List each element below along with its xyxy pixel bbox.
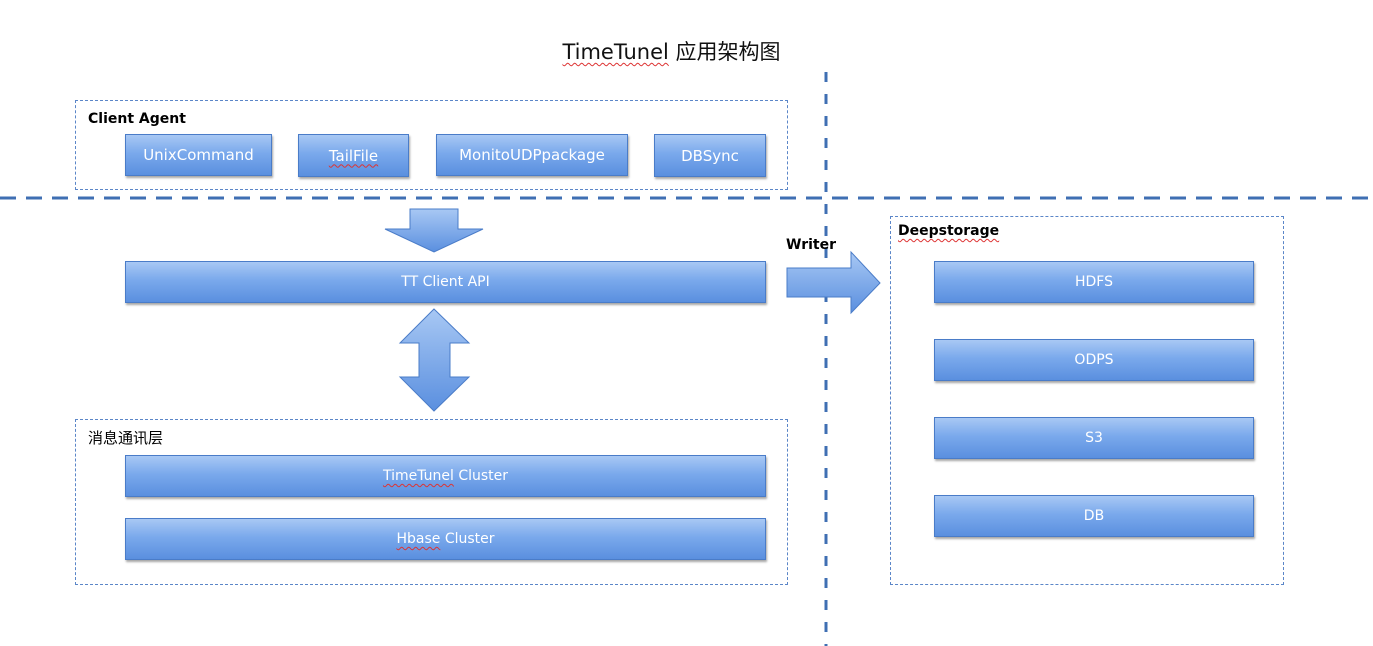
title-suffix: 应用架构图 bbox=[668, 40, 781, 64]
writer-arrow bbox=[786, 250, 881, 315]
unixcommand-box: UnixCommand bbox=[125, 134, 272, 176]
messaging-layer-label: 消息通讯层 bbox=[88, 429, 164, 447]
hbase-cluster-box: Hbase Cluster bbox=[125, 518, 766, 560]
client-agent-group bbox=[75, 100, 788, 190]
timetunel-cluster-box: TimeTunel Cluster bbox=[125, 455, 766, 497]
s3-box: S3 bbox=[934, 417, 1254, 459]
bidirectional-arrow bbox=[398, 308, 471, 412]
deepstorage-label: Deepstorage bbox=[898, 223, 1000, 239]
monitoudppackage-box: MonitoUDPpackage bbox=[436, 134, 628, 176]
db-box: DB bbox=[934, 495, 1254, 537]
tt-client-api-box: TT Client API bbox=[125, 261, 766, 303]
writer-label: Writer bbox=[786, 237, 836, 253]
messaging-layer-group bbox=[75, 419, 788, 585]
odps-box: ODPS bbox=[934, 339, 1254, 381]
title-prefix: TimeTunel bbox=[562, 40, 669, 64]
tailfile-box: TailFile bbox=[298, 134, 409, 177]
page-title: TimeTunel 应用架构图 bbox=[0, 36, 1343, 66]
deepstorage-group bbox=[890, 216, 1284, 585]
down-arrow bbox=[384, 208, 484, 253]
hdfs-box: HDFS bbox=[934, 261, 1254, 303]
dbsync-box: DBSync bbox=[654, 134, 766, 177]
client-agent-label: Client Agent bbox=[88, 111, 186, 127]
